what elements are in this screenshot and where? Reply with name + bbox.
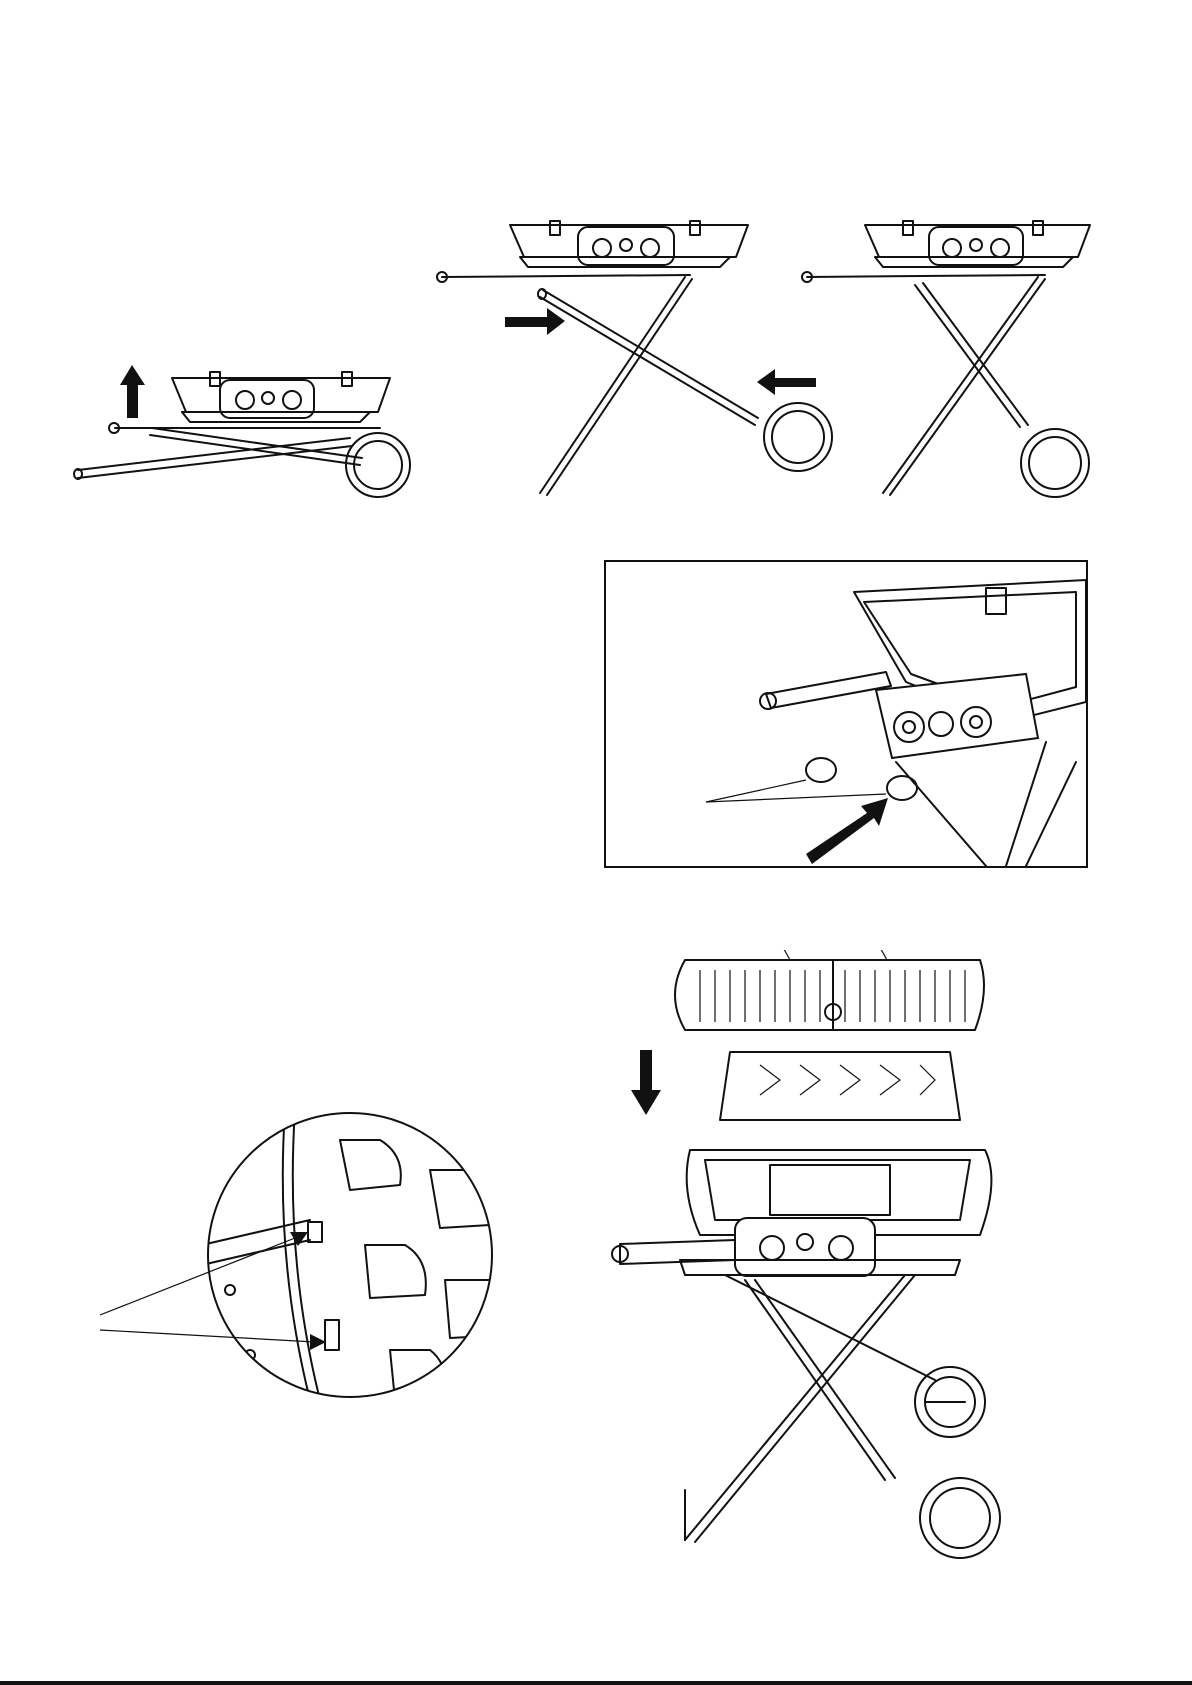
figure-exploded-grill xyxy=(605,950,1025,1570)
figure-knob-attachment xyxy=(604,560,1088,868)
clip-arrow-icon-2 xyxy=(310,1334,326,1350)
figure-standing-grill xyxy=(795,215,1095,505)
down-arrow-icon xyxy=(631,1050,661,1115)
up-arrow-icon xyxy=(120,365,145,418)
figure-folded-grill xyxy=(60,350,420,500)
page-bottom-rule xyxy=(0,1681,1192,1685)
diagonal-arrow-icon xyxy=(806,798,888,864)
right-arrow-icon xyxy=(505,308,565,335)
figure-grate-clip-detail xyxy=(100,1110,520,1400)
figure-opening-legs xyxy=(430,215,840,505)
